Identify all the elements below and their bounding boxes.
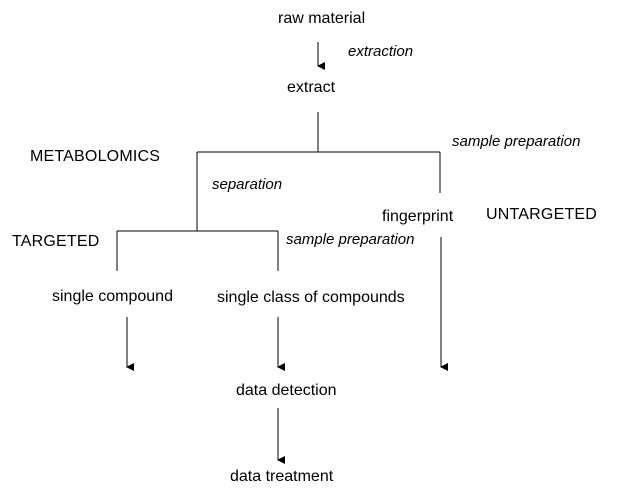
label-sample-preparation-mid: sample preparation xyxy=(286,231,415,248)
node-single-class-of-compounds: single class of compounds xyxy=(217,289,405,306)
label-extraction: extraction xyxy=(348,43,414,60)
node-extract: extract xyxy=(287,79,336,96)
category-untargeted: UNTARGETED xyxy=(486,206,598,223)
node-data-detection: data detection xyxy=(236,382,337,399)
node-data-treatment: data treatment xyxy=(230,468,334,485)
node-fingerprint: fingerprint xyxy=(382,208,454,225)
category-metabolomics: METABOLOMICS xyxy=(30,148,161,165)
label-sample-preparation-top: sample preparation xyxy=(452,133,581,150)
node-single-compound: single compound xyxy=(52,288,173,305)
node-raw-material: raw material xyxy=(278,10,366,27)
label-separation: separation xyxy=(212,176,283,193)
category-targeted: TARGETED xyxy=(12,233,100,250)
